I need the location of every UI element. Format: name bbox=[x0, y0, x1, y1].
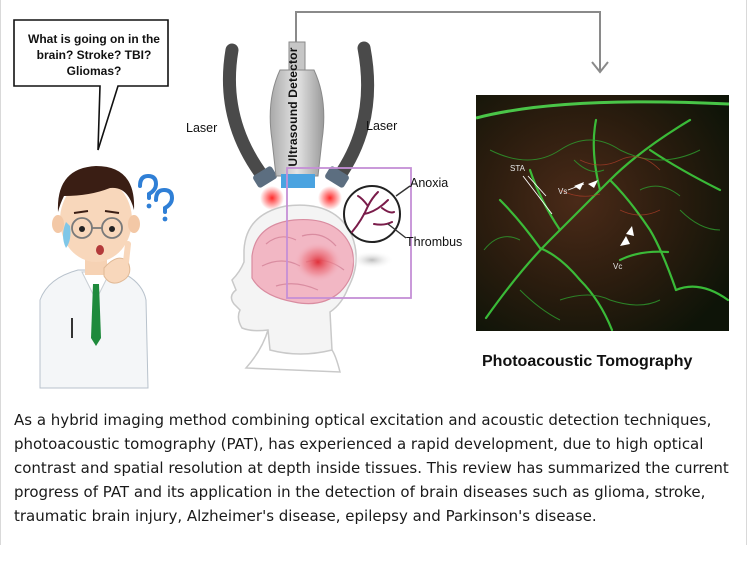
anoxia-label: Anoxia bbox=[410, 176, 449, 190]
thrombus-label: Thrombus bbox=[406, 235, 463, 249]
diagram-svg bbox=[13, 11, 729, 389]
description-text: As a hybrid imaging method combining opt… bbox=[14, 411, 729, 525]
detector-label: Ultrasound Detector bbox=[286, 47, 300, 167]
doctor-figure bbox=[39, 166, 149, 389]
pat-title: Photoacoustic Tomography bbox=[482, 353, 693, 370]
vs-label: Vs bbox=[558, 187, 568, 196]
question-marks-icon bbox=[138, 173, 175, 214]
laser-right-label: Laser bbox=[366, 119, 398, 133]
shadow-blob bbox=[350, 251, 394, 269]
laser-left-head bbox=[253, 166, 284, 210]
vc-label: Vc bbox=[613, 262, 623, 271]
tie-shape bbox=[91, 284, 101, 346]
lesion-focus bbox=[294, 242, 342, 282]
laser-cables bbox=[223, 41, 375, 185]
laser-right-head bbox=[318, 166, 349, 210]
arrow-down-icon bbox=[295, 11, 609, 74]
left-border bbox=[0, 0, 1, 545]
speech-bubble bbox=[13, 19, 169, 151]
pat-image bbox=[476, 95, 729, 331]
speech-bubble-text: What is going on in the brain? Stroke? T… bbox=[28, 32, 160, 78]
magnifier-inset bbox=[343, 185, 411, 243]
roi-box bbox=[286, 167, 412, 299]
laser-left-label: Laser bbox=[186, 121, 218, 135]
sweat-drop-shape bbox=[63, 222, 71, 248]
ultrasound-detector bbox=[269, 41, 325, 188]
brain-shape bbox=[251, 218, 355, 305]
figure: What is going on in the brain? Stroke? T… bbox=[13, 11, 729, 389]
sta-label: STA bbox=[510, 164, 525, 173]
